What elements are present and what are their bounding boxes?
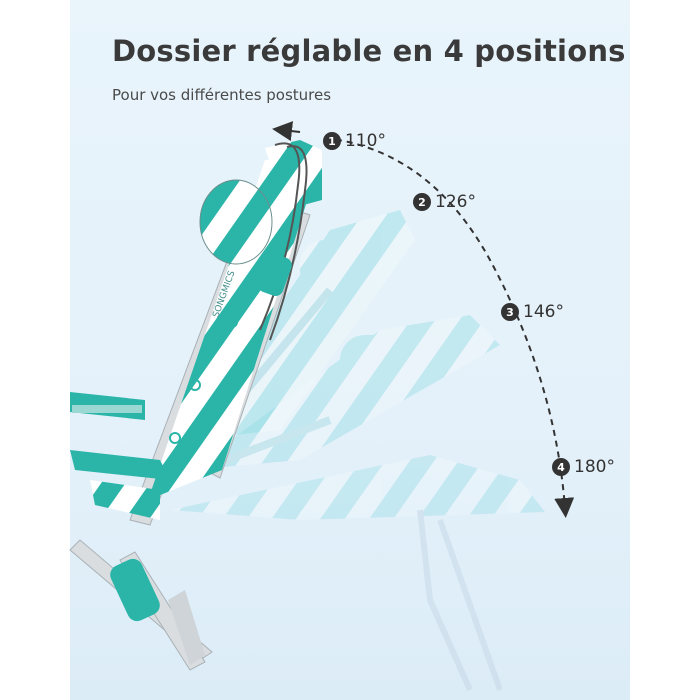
page-subtitle: Pour vos différentes postures — [112, 86, 332, 104]
position-label-3: 3 146° — [501, 302, 564, 322]
position-angle: 110° — [345, 131, 386, 151]
position-number-badge: 2 — [413, 193, 431, 211]
recline-arc-start-arrow — [272, 121, 301, 142]
position-label-4: 4 180° — [552, 457, 615, 477]
recline-arc — [324, 137, 575, 518]
page-title: Dossier réglable en 4 positions — [112, 34, 626, 68]
position-number-badge: 1 — [323, 132, 341, 150]
ghost-position-4 — [170, 455, 545, 692]
position-angle: 126° — [435, 192, 476, 212]
position-number-badge: 3 — [501, 303, 519, 321]
position-label-1: 1 110° — [323, 131, 386, 151]
chair-main — [69, 140, 322, 671]
position-angle: 146° — [523, 302, 564, 322]
position-number-badge: 4 — [552, 458, 570, 476]
position-angle: 180° — [574, 457, 615, 477]
position-label-2: 2 126° — [413, 192, 476, 212]
